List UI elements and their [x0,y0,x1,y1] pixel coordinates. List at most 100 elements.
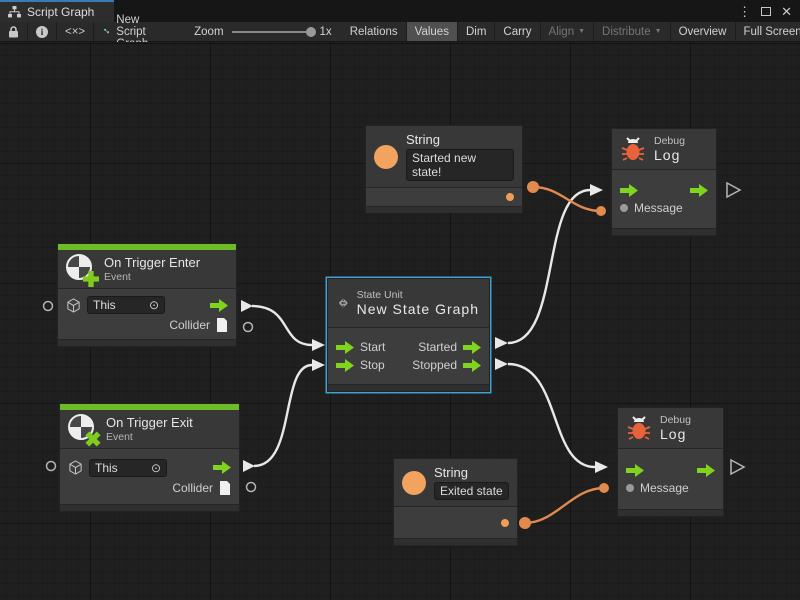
value-port-exit-collider-out[interactable] [245,481,257,493]
tab-bar: Script Graph ⋮ ✕ [0,0,800,22]
flow-arrow-icon [626,463,644,477]
arrowhead-log-top-in [590,184,603,196]
wire-string-to-message-top[interactable] [532,185,602,213]
zoom-group: Zoom 1x [166,22,342,41]
node-subtitle: Log [654,147,681,163]
flow-arrow-icon [336,358,354,372]
node-title: String [434,465,468,480]
string-value: Started new state! [412,151,477,179]
relations-button[interactable]: Relations [342,22,407,41]
value-output-dot[interactable] [501,518,509,527]
object-picker-icon[interactable]: ⊙ [148,298,159,312]
graph-toolbar: i <×> New Script Graph Zoom 1x Relations… [0,14,800,50]
info-button[interactable]: i [28,22,57,41]
value-port-message-top-in[interactable] [596,206,606,216]
flow-port-enter-out[interactable] [241,300,253,312]
maximize-icon[interactable] [761,6,772,16]
gameobject-cube-icon [69,460,82,475]
node-title: On Trigger Enter [104,255,201,270]
flow-port-exit-out[interactable] [243,460,255,472]
graph-name-group: New Script Graph [94,14,166,50]
fullscreen-button[interactable]: Full Screen [736,22,800,41]
tab-label: Script Graph [27,5,95,19]
this-field[interactable]: This ⊙ [89,458,167,477]
flow-arrow-icon [690,183,708,197]
value-port-string-top-out[interactable] [527,181,539,193]
close-icon[interactable]: ✕ [781,3,792,19]
overview-button[interactable]: Overview [671,22,736,41]
string-value-field[interactable]: Exited state [434,482,509,500]
value-port-exit-this-in[interactable] [45,460,57,472]
event-color-bar [58,244,236,250]
flow-port-stopped-out[interactable] [495,358,508,370]
flow-arrow-icon [697,463,715,477]
lock-button[interactable] [0,22,28,41]
node-header: On Trigger Exit Event [60,410,239,449]
tab-script-graph[interactable]: Script Graph [0,0,114,22]
wire-stopped-to-log[interactable] [507,362,596,469]
value-port-enter-this-in[interactable] [42,300,54,312]
node-state-unit[interactable]: State Unit New State Graph Start Started [327,278,490,392]
value-port-message-bottom-in[interactable] [599,483,609,493]
node-footer [60,504,239,511]
this-value: This [95,460,118,475]
flow-port-log-top-out[interactable] [726,181,742,199]
wire-layer [42,181,746,529]
node-header: Debug Log [612,129,716,170]
node-string-top[interactable]: String Started new state! [365,125,523,213]
node-header: Debug Log [618,408,723,449]
distribute-dropdown[interactable]: Distribute ▼ [594,22,671,41]
node-on-trigger-enter[interactable]: On Trigger Enter Event This ⊙ [57,243,237,347]
values-button[interactable]: Values [406,22,458,41]
flow-arrow-icon [463,358,481,372]
window-controls: ⋮ ✕ [738,0,800,22]
x-icon [85,431,101,447]
flow-port-log-bottom-out[interactable] [730,458,746,476]
wire-started-to-log[interactable] [507,188,591,345]
flow-arrow-icon [463,340,481,354]
started-port-label: Started [418,340,457,354]
graph-hierarchy-icon [8,6,21,18]
value-input-dot[interactable] [626,483,634,492]
align-dropdown[interactable]: Align ▼ [541,22,595,41]
file-icon [220,480,230,495]
wire-exit-to-stop[interactable] [253,363,313,468]
code-view-button[interactable]: <×> [57,22,95,41]
zoom-slider-handle[interactable] [305,26,316,37]
string-value-field[interactable]: Started new state! [406,149,514,181]
gameobject-cube-icon [67,297,80,313]
this-field[interactable]: This ⊙ [87,296,165,314]
zoom-slider[interactable] [231,26,316,37]
node-title: String [406,132,440,147]
node-title: Debug [654,135,685,147]
node-footer [328,384,489,391]
zoom-value: 1x [319,25,332,38]
value-port-string-bottom-out[interactable] [519,517,531,529]
object-picker-icon[interactable]: ⊙ [150,460,161,475]
toolbar-right-buttons: Relations Values Dim Carry Align ▼ Distr… [342,22,800,41]
event-color-bar [60,404,239,410]
node-debug-log-top[interactable]: Debug Log Message [611,128,717,236]
value-output-dot[interactable] [506,193,514,201]
flow-port-started-out[interactable] [495,337,508,349]
node-footer [618,509,723,516]
node-subtitle: Event [106,431,133,443]
flow-arrow-icon [210,298,228,312]
node-string-bottom[interactable]: String Exited state [393,458,518,546]
arrowhead-stop-in [312,359,325,371]
carry-button[interactable]: Carry [495,22,541,41]
wire-string-to-message-bottom[interactable] [524,486,605,525]
node-debug-log-bottom[interactable]: Debug Log Message [617,407,724,517]
node-header: On Trigger Enter Event [58,250,236,289]
kebab-menu-icon[interactable]: ⋮ [738,3,752,19]
node-subtitle: Log [660,426,687,442]
value-input-dot[interactable] [620,203,628,212]
dim-button[interactable]: Dim [458,22,496,41]
node-footer [612,228,716,235]
value-port-enter-collider-out[interactable] [242,321,254,333]
graph-canvas[interactable]: On Trigger Enter Event This ⊙ [0,42,800,600]
node-on-trigger-exit[interactable]: On Trigger Exit Event This ⊙ [59,403,240,512]
wire-enter-to-start[interactable] [251,304,313,347]
file-icon [217,318,227,332]
